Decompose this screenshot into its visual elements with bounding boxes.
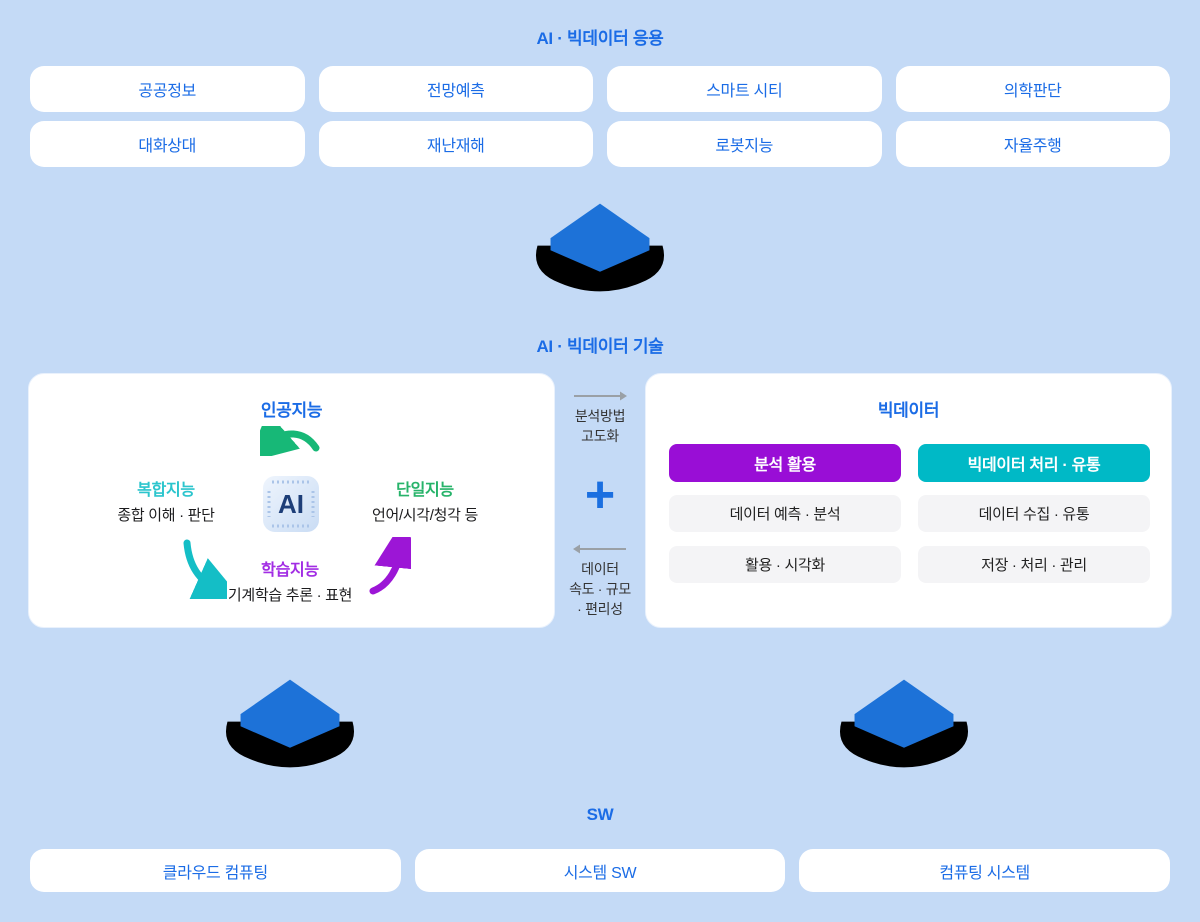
- analysis-use-header: 분석 활용: [669, 444, 901, 482]
- application-item: 로봇지능: [607, 121, 882, 167]
- sw-item: 클라우드 컴퓨팅: [30, 849, 401, 892]
- single-intelligence-label: 단일지능: [396, 482, 454, 499]
- sw-section-title: SW: [586, 805, 614, 824]
- exchange-column: 분석방법 고도화 + 데이터 속도 · 규모 · 편리성: [558, 373, 642, 628]
- bigdata-card-title: 빅데이터: [877, 401, 940, 420]
- curved-arrow-green-icon: [260, 426, 320, 456]
- bigdata-card: 빅데이터 분석 활용 데이터 예측 · 분석 활용 · 시각화 빅데이터 처리 …: [645, 373, 1172, 628]
- ai-card-title: 인공지능: [260, 401, 323, 420]
- single-intelligence-desc: 언어/시각/청각 등: [371, 507, 479, 524]
- ai-card: 인공지능 복합지능 종합 이해 · 판단: [28, 373, 555, 628]
- sw-item: 시스템 SW: [414, 849, 786, 892]
- arrow-right-icon: [574, 391, 627, 401]
- applications-grid: 공공정보 전망예측 스마트 시티 의학판단 대화상대 재난재해 로봇지능 자율주…: [30, 66, 1170, 167]
- analysis-advance-line1: 분석방법: [574, 408, 626, 424]
- plus-icon: +: [584, 466, 616, 524]
- arrow-left-icon: [573, 544, 626, 554]
- application-item: 의학판단: [895, 66, 1170, 112]
- up-arrow-3d-icon: [839, 679, 969, 768]
- sw-grid: 클라우드 컴퓨팅 시스템 SW 컴퓨팅 시스템: [30, 849, 1170, 892]
- complex-intelligence-label: 복합지능: [137, 482, 195, 499]
- ai-chip-label: AI: [278, 489, 304, 519]
- complex-intelligence-desc: 종합 이해 · 판단: [117, 507, 215, 524]
- learning-intelligence-label: 학습지능: [261, 562, 319, 579]
- bigdata-item: 저장 · 처리 · 관리: [918, 546, 1150, 583]
- bigdata-item: 활용 · 시각화: [669, 546, 901, 583]
- data-benefit-line1: 데이터: [581, 561, 619, 577]
- bigdata-item: 데이터 수집 · 유통: [918, 495, 1150, 532]
- bigdata-item: 데이터 예측 · 분석: [669, 495, 901, 532]
- sw-item: 컴퓨팅 시스템: [799, 849, 1170, 892]
- curved-arrow-purple-icon: [369, 537, 411, 595]
- up-arrow-3d-icon: [225, 679, 355, 768]
- application-item: 전망예측: [318, 66, 593, 112]
- learning-intelligence-desc: 기계학습 추론 · 표현: [227, 587, 353, 604]
- data-benefit-line2: 속도 · 규모: [569, 581, 631, 597]
- data-benefit-line3: · 편리성: [577, 601, 623, 617]
- application-item: 공공정보: [30, 66, 305, 112]
- technology-section-title: AI · 빅데이터 기술: [536, 337, 664, 356]
- up-arrow-3d-icon: [535, 203, 665, 292]
- application-item: 스마트 시티: [607, 66, 882, 112]
- application-item: 재난재해: [318, 121, 593, 167]
- application-item: 대화상대: [30, 121, 305, 167]
- processing-distribution-header: 빅데이터 처리 · 유통: [918, 444, 1150, 482]
- ai-chip-icon: AI: [263, 476, 319, 532]
- curved-arrow-teal-icon: [183, 539, 227, 599]
- application-item: 자율주행: [895, 121, 1170, 167]
- analysis-advance-line2: 고도화: [581, 428, 619, 444]
- applications-section-title: AI · 빅데이터 응용: [536, 29, 664, 48]
